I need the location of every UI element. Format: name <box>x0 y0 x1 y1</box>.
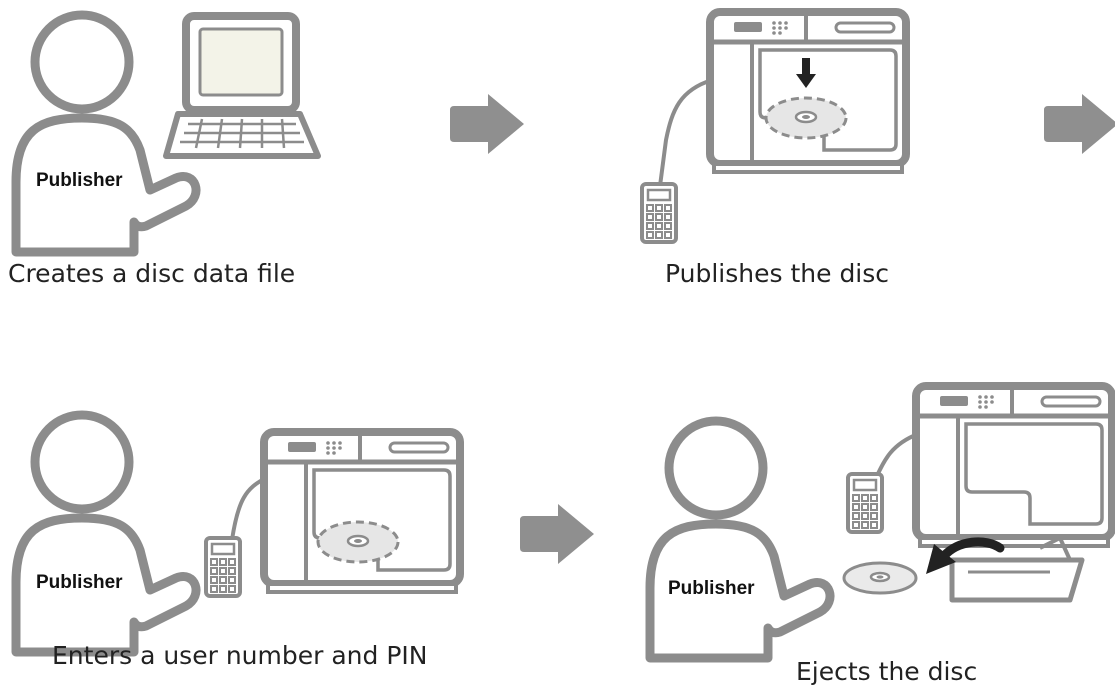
keypad-icon <box>640 182 678 244</box>
arrow-down-icon <box>796 58 816 88</box>
disc-icon <box>316 520 400 564</box>
output-tray <box>949 535 1085 603</box>
step-caption: Ejects the disc <box>796 657 978 686</box>
keypad-icon <box>204 536 242 598</box>
step-caption: Creates a disc data file <box>8 259 296 288</box>
person-label: Publisher <box>668 578 755 599</box>
step-4-group: Publisher <box>650 386 1112 658</box>
cable-line <box>658 78 713 187</box>
person-icon <box>16 15 196 252</box>
step-2-group <box>640 12 906 244</box>
arrow-right-icon <box>450 94 524 154</box>
person-label: Publisher <box>36 170 123 191</box>
step-3-group: Publisher <box>16 415 460 652</box>
person-label: Publisher <box>36 572 123 593</box>
printer-icon <box>710 12 906 172</box>
disc-icon <box>842 561 918 595</box>
arrow-right-icon <box>520 504 594 564</box>
step-caption: Publishes the disc <box>665 259 890 288</box>
cable-line <box>874 432 919 479</box>
person-icon <box>16 415 196 652</box>
eject-curved-arrow-icon <box>926 537 1005 574</box>
keypad-icon <box>846 472 884 534</box>
step-caption: Enters a user number and PIN <box>52 641 428 670</box>
printer-icon <box>264 432 460 592</box>
step-1-group: Publisher <box>16 12 321 252</box>
disc-icon <box>764 96 848 140</box>
printer-icon <box>916 386 1112 546</box>
laptop-icon <box>163 12 321 159</box>
person-icon <box>650 421 830 658</box>
arrow-right-icon <box>1044 94 1115 154</box>
